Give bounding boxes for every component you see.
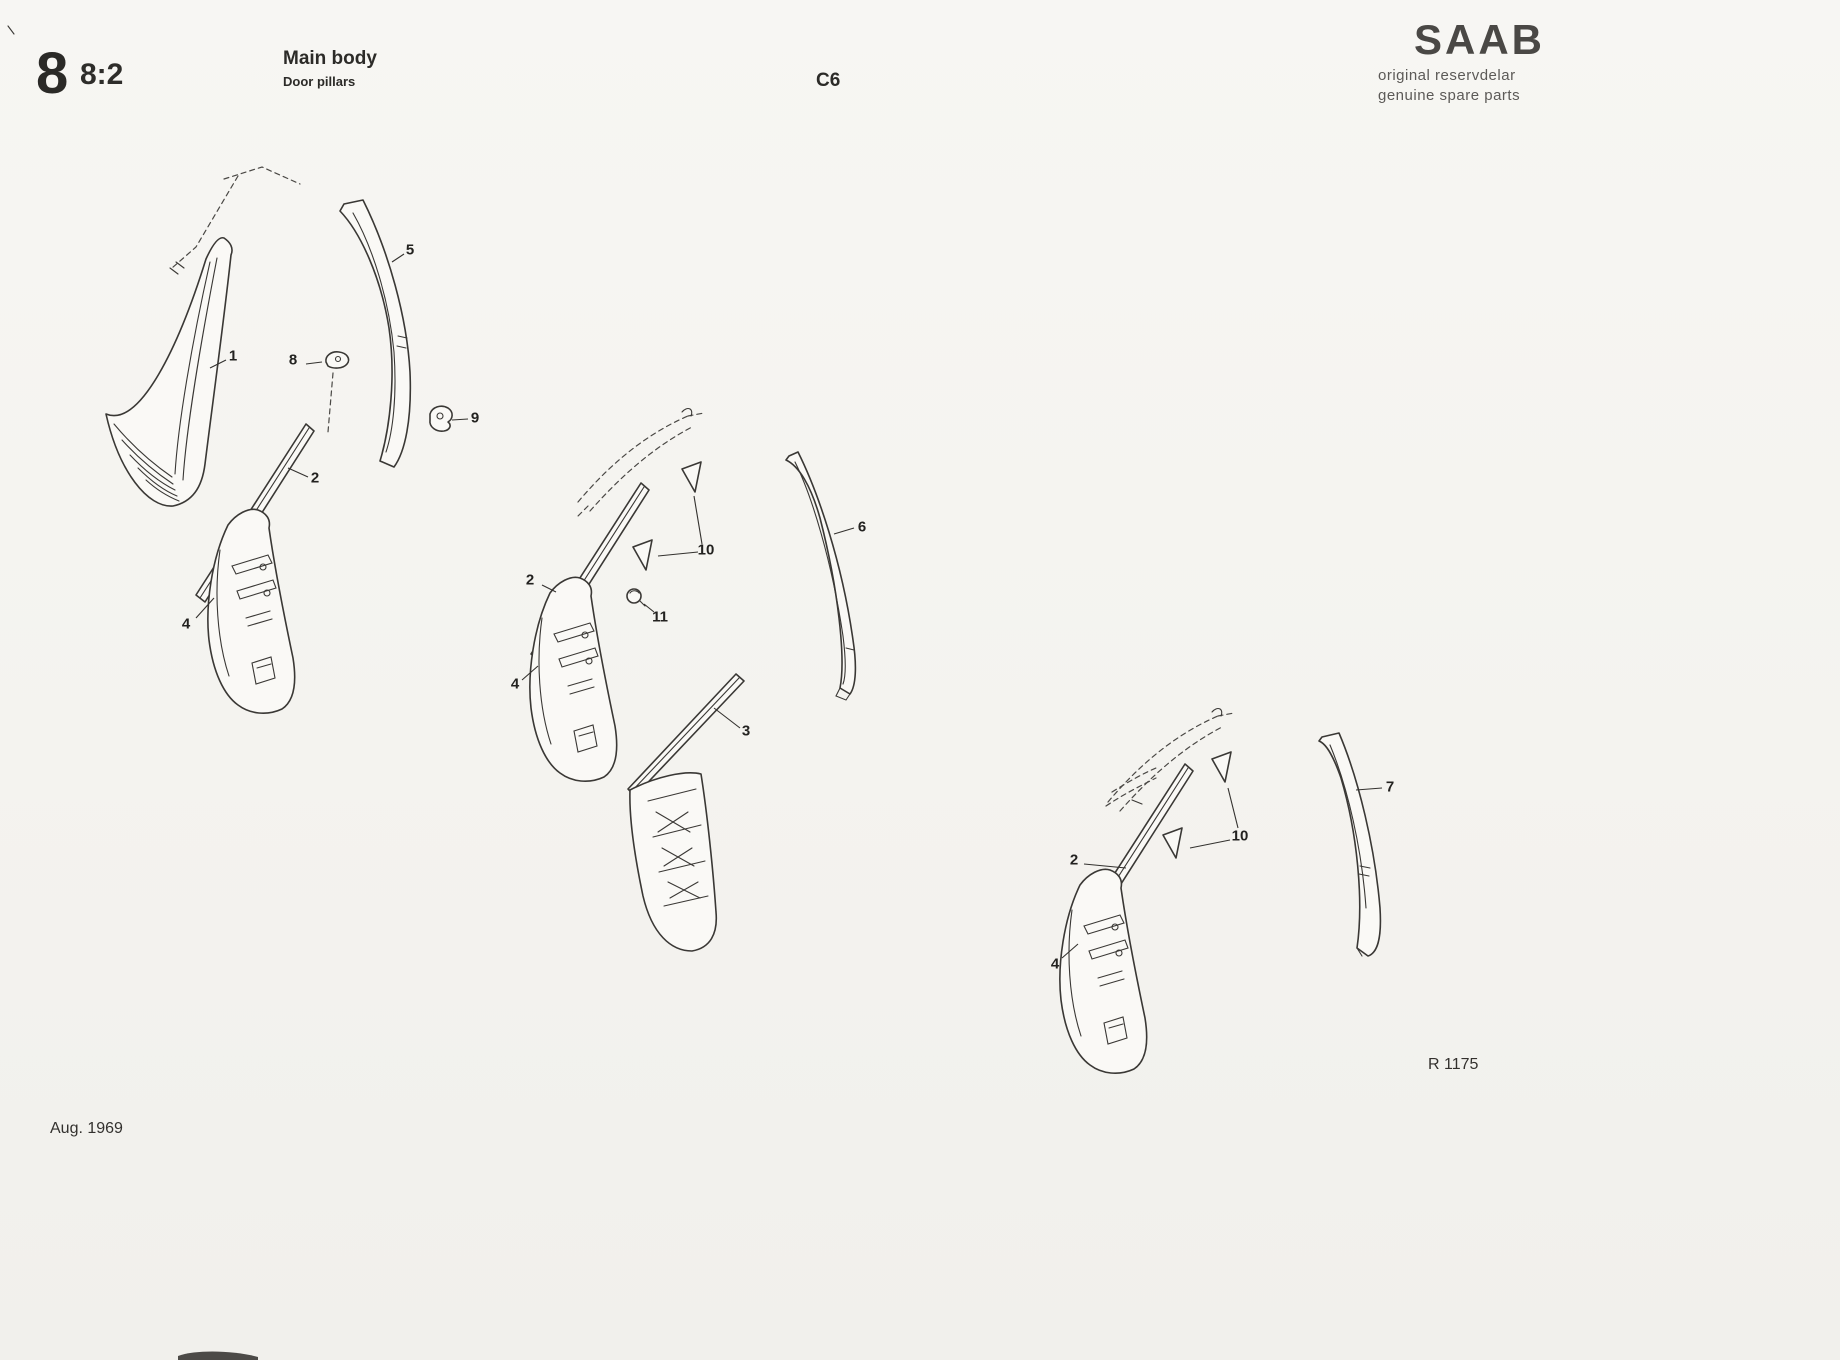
part-4-pillar-panel xyxy=(1059,868,1148,1075)
callout-part-6: 6 xyxy=(857,518,867,536)
page-title: Main body xyxy=(283,48,377,69)
callout-part-2: 2 xyxy=(525,571,535,589)
callout-part-4: 4 xyxy=(1050,955,1060,973)
drawing-ref: R 1175 xyxy=(1428,1056,1479,1073)
brand-line-2: genuine spare parts xyxy=(1378,87,1521,104)
title-block: Main body Door pillars xyxy=(283,48,377,89)
callout-part-1: 1 xyxy=(228,347,238,365)
scan-smudge xyxy=(178,1351,258,1360)
part-10-gusset xyxy=(681,461,702,493)
footer-date: Aug. 1969 xyxy=(50,1120,123,1137)
callout-part-2: 2 xyxy=(310,469,320,487)
part-10-gusset xyxy=(1162,827,1183,859)
section-ref: 8:2 xyxy=(80,58,124,91)
callout-part-9: 9 xyxy=(470,409,480,427)
part-4-pillar-panel xyxy=(529,576,618,783)
assembly-right xyxy=(1059,707,1382,1075)
part-8-clip xyxy=(325,351,350,433)
part-3-strip-and-panel xyxy=(627,673,745,952)
brand-block: SAAB original reservdelar genuine spare … xyxy=(1376,16,1576,104)
saab-logo: SAAB xyxy=(1414,16,1546,63)
callout-part-8: 8 xyxy=(288,351,298,369)
callout-part-11: 11 xyxy=(652,608,668,626)
page-number: 8 xyxy=(36,41,68,106)
part-5-pillar xyxy=(339,199,412,468)
assembly-left xyxy=(105,166,453,715)
callout-part-4: 4 xyxy=(510,675,520,693)
callout-part-2: 2 xyxy=(1069,851,1079,869)
callout-part-10: 10 xyxy=(1231,827,1249,845)
part-6-pillar xyxy=(785,451,857,701)
callout-part-7: 7 xyxy=(1385,778,1395,796)
grid-ref: C6 xyxy=(816,70,841,91)
callout-part-3: 3 xyxy=(741,722,751,740)
callout-part-4: 4 xyxy=(181,615,191,633)
part-10-gusset xyxy=(1211,751,1232,783)
callout-part-10: 10 xyxy=(697,541,715,559)
scan-mark xyxy=(7,25,15,35)
part-1-windshield-pillar xyxy=(105,237,233,507)
part-10-gusset xyxy=(632,539,653,571)
part-11-grommet xyxy=(626,588,646,607)
part-7-pillar xyxy=(1318,732,1382,957)
part-9-clip xyxy=(429,405,453,432)
assembly-center xyxy=(529,407,857,952)
callout-part-5: 5 xyxy=(405,241,415,259)
brand-line-1: original reservdelar xyxy=(1378,67,1516,84)
part-4-pillar-panel xyxy=(207,508,296,715)
page-subtitle: Door pillars xyxy=(283,74,356,89)
leader-lines xyxy=(195,253,1383,959)
